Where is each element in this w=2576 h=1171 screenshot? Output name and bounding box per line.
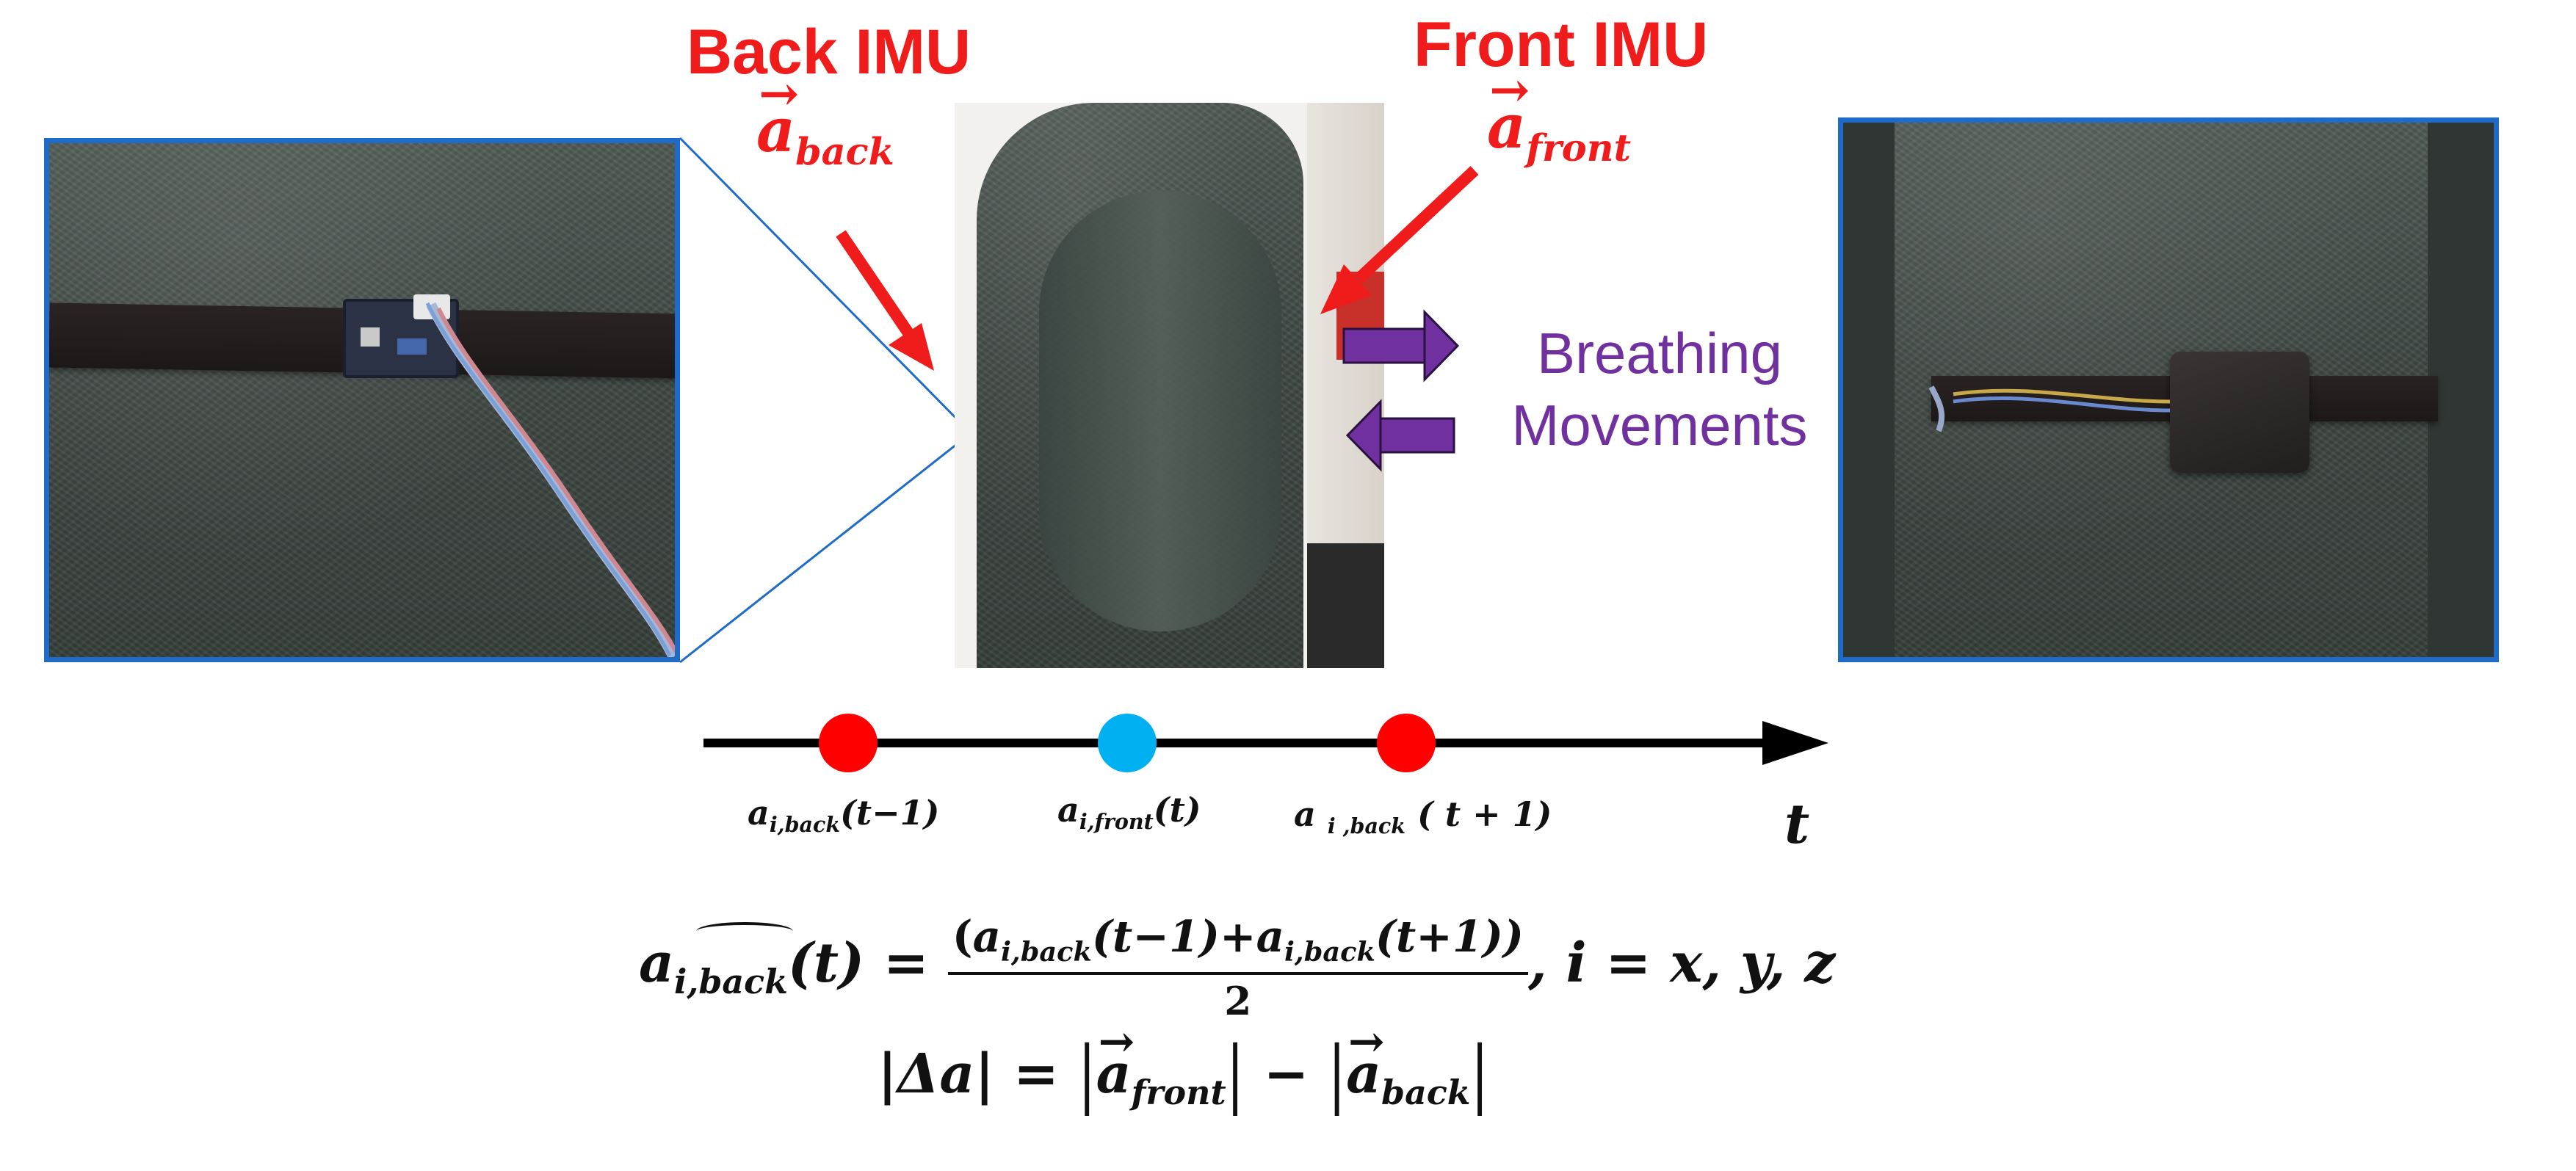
timeline-axis-label: t bbox=[1784, 793, 1810, 856]
back-vector-label: aback bbox=[756, 65, 894, 173]
front-imu-sensor-box bbox=[2170, 352, 2309, 473]
front-vector-label: afront bbox=[1487, 62, 1632, 170]
breathing-movements-label: Breathing Movements bbox=[1476, 317, 1843, 461]
timeline-dot-back-prev bbox=[819, 714, 878, 772]
breathing-in-arrow bbox=[1345, 399, 1455, 472]
timeline-dot-front bbox=[1098, 714, 1157, 772]
front-imu-closeup-photo bbox=[1838, 117, 2499, 662]
breathing-label-line2: Movements bbox=[1511, 393, 1808, 457]
equation-acceleration-difference: |Δa| = |afront| − |aback| bbox=[878, 1015, 1489, 1117]
timeline-arrowhead bbox=[1762, 721, 1828, 765]
timeline-label-back-prev: ai,back(t−1) bbox=[748, 793, 940, 837]
back-imu-title: Back IMU bbox=[687, 17, 972, 87]
equation1-lhs: ai,back bbox=[639, 921, 794, 1001]
back-imu-wires bbox=[425, 302, 675, 657]
back-vector-base: a bbox=[756, 65, 799, 166]
back-vector-sub: back bbox=[795, 128, 894, 173]
timeline-dot-back-next bbox=[1377, 714, 1436, 772]
back-imu-closeup-photo bbox=[44, 138, 680, 662]
front-vector-base: a bbox=[1487, 62, 1530, 162]
front-imu-title: Front IMU bbox=[1414, 10, 1709, 80]
front-imu-wires bbox=[1928, 385, 2171, 432]
front-imu-pointer-arrow bbox=[1320, 166, 1479, 314]
breathing-label-line1: Breathing bbox=[1537, 321, 1782, 385]
equation-interpolation: ai,back(t) = (ai,back(t−1)+ai,back(t+1))… bbox=[639, 910, 1836, 1024]
equation1-fraction: (ai,back(t−1)+ai,back(t+1)) 2 bbox=[947, 910, 1529, 1024]
front-vector-sub: front bbox=[1526, 125, 1632, 170]
breathing-out-arrow bbox=[1342, 309, 1460, 383]
back-imu-pointer-arrow bbox=[836, 230, 934, 371]
timeline-label-back-next: a i ,back ( t + 1) bbox=[1294, 794, 1552, 838]
side-view-photo bbox=[955, 103, 1384, 668]
timeline-label-front: ai,front(t) bbox=[1057, 790, 1201, 834]
